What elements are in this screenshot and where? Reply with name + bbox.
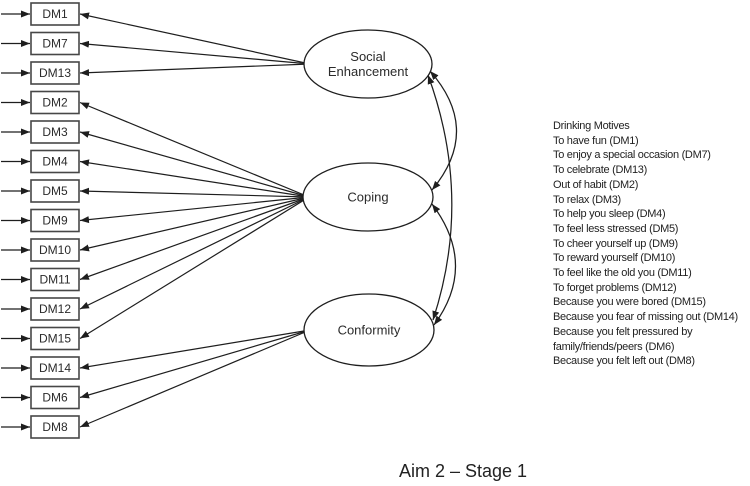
indicator-box-DM15 [30, 326, 80, 351]
factor-ellipse-social_enhancement [303, 29, 433, 99]
indicator-label-DM11: DM11 [39, 273, 70, 287]
factor-ellipse-conformity [303, 293, 435, 367]
legend-line: Because you were bored (DM15) [553, 296, 706, 309]
loading-arrow-DM3 [79, 131, 310, 198]
indicator-label-DM1: DM1 [42, 7, 68, 21]
indicator-box-DM9 [30, 208, 80, 233]
indicator-box-DM7 [30, 31, 80, 56]
factor-label-conformity: Conformity [338, 323, 401, 338]
loading-arrow-DM10 [79, 196, 310, 252]
loading-arrow-DM7 [79, 40, 311, 65]
legend-line: To reward yourself (DM10) [553, 252, 676, 265]
indicator-label-DM6: DM6 [42, 391, 68, 405]
factor-label-social_enhancement: Enhancement [328, 64, 409, 79]
legend-line: To have fun (DM1) [553, 134, 639, 147]
loading-arrow-DM8 [79, 329, 311, 428]
indicator-box-DM11 [30, 267, 80, 292]
indicator-label-DM9: DM9 [42, 214, 68, 228]
indicator-box-DM12 [30, 297, 80, 321]
legend-line: family/friends/peers (DM6) [553, 340, 675, 353]
loading-arrow-DM9 [79, 196, 310, 224]
loading-arrow-DM2 [79, 101, 310, 198]
indicator-label-DM4: DM4 [42, 155, 68, 169]
legend-line: To cheer yourself up (DM9) [553, 237, 678, 250]
loading-arrow-DM5 [79, 187, 310, 198]
loading-arrow-DM13 [79, 63, 311, 77]
indicator-box-DM3 [30, 120, 80, 144]
figure-caption: Aim 2 – Stage 1 [398, 461, 528, 481]
indicator-box-DM2 [30, 90, 80, 115]
legend-line: To feel like the old you (DM11) [553, 267, 692, 280]
covariance-arrow-social_enhancement-conformity [427, 74, 453, 321]
indicator-box-DM8 [30, 415, 80, 439]
loading-arrow-DM12 [79, 196, 310, 310]
legend-title: Drinking Motives [553, 120, 630, 132]
loading-arrow-DM14 [79, 329, 311, 370]
loading-arrow-DM4 [79, 159, 310, 198]
drinking-motives-legend: Drinking Motives To have fun (DM1) To enjo… [553, 119, 738, 369]
indicator-box-DM10 [30, 238, 80, 262]
indicator-label-DM7: DM7 [42, 37, 68, 51]
legend-line: Because you felt left out (DM8) [553, 355, 695, 368]
indicator-label-DM12: DM12 [39, 302, 71, 316]
legend-line: To enjoy a special occasion (DM7) [553, 149, 711, 162]
legend-line: To feel less stressed (DM5) [553, 222, 679, 235]
indicator-label-DM13: DM13 [39, 66, 71, 80]
factor-ellipse-coping [302, 162, 434, 232]
legend-line: To relax (DM3) [553, 193, 621, 206]
indicator-label-DM2: DM2 [42, 96, 68, 110]
covariance-arrow-social_enhancement-coping [429, 70, 458, 191]
legend-line: To forget problems (DM12) [553, 281, 677, 294]
factor-label-social_enhancement: Social [350, 49, 386, 64]
indicator-label-DM8: DM8 [42, 420, 68, 434]
indicator-box-DM4 [30, 149, 80, 174]
legend-line: To help you sleep (DM4) [553, 208, 666, 221]
legend-line: To celebrate (DM13) [553, 164, 647, 177]
indicator-label-DM5: DM5 [42, 184, 68, 198]
legend-line: Because you felt pressured by [553, 325, 693, 338]
indicator-box-DM14 [30, 356, 80, 380]
legend-line: Out of habit (DM2) [553, 178, 639, 191]
indicator-label-DM10: DM10 [39, 243, 71, 257]
loading-arrow-DM11 [79, 196, 310, 281]
covariance-arrow-coping-conformity [431, 203, 457, 326]
indicator-label-DM3: DM3 [42, 125, 68, 139]
indicator-label-DM14: DM14 [39, 361, 71, 375]
indicator-label-DM15: DM15 [39, 332, 71, 346]
indicator-box-DM13 [30, 61, 80, 85]
loading-arrow-DM1 [79, 12, 311, 65]
factor-label-coping: Coping [347, 190, 388, 205]
legend-line: Because you fear of missing out (DM14) [553, 311, 738, 324]
loading-arrow-DM6 [79, 329, 311, 399]
indicator-box-DM5 [30, 179, 80, 203]
indicator-box-DM6 [30, 385, 80, 410]
loading-arrow-DM15 [79, 196, 310, 340]
indicator-box-DM1 [30, 2, 80, 26]
